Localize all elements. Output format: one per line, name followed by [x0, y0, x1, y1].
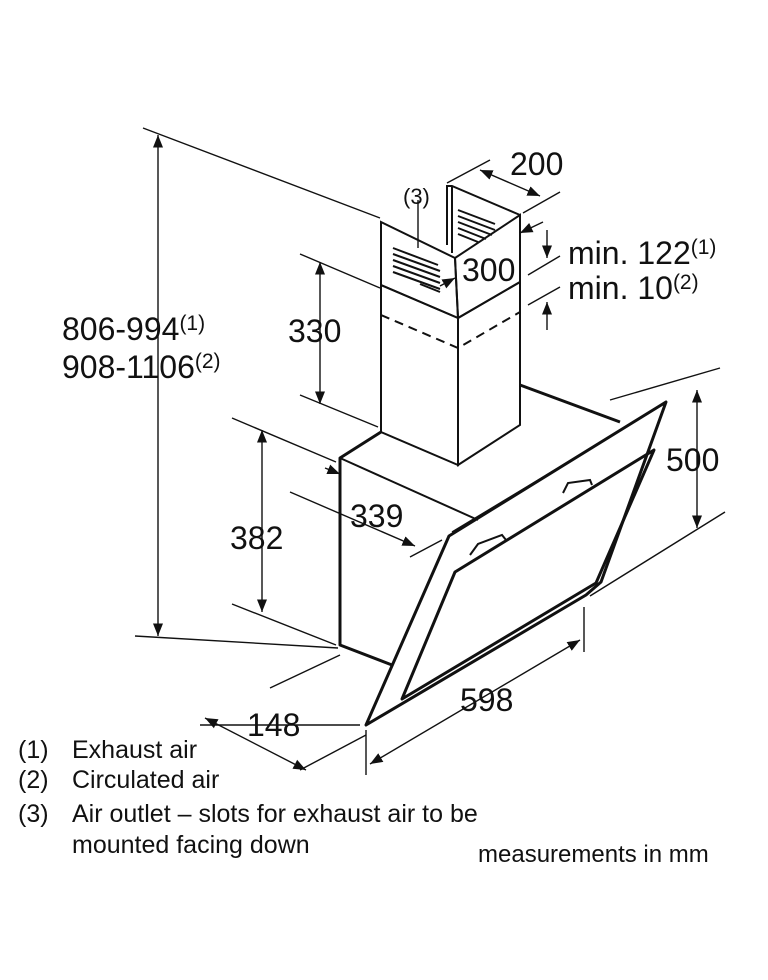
legend-key: (1)	[18, 736, 49, 764]
chimney-overlap-dashed	[380, 311, 521, 350]
control-strip	[469, 533, 507, 556]
hood-body-outline	[338, 430, 393, 667]
lower-chimney-right-face	[457, 280, 521, 467]
total-height-circulated-label: 908-1106(2)	[62, 349, 221, 385]
legend-text: Air outlet – slots for exhaust air to be	[72, 800, 478, 828]
bottom-depth-label: 148	[247, 707, 300, 743]
legend-key: (3)	[18, 800, 49, 828]
outlet-callout-label: (3)	[403, 184, 430, 209]
chimney-width-line	[479, 169, 541, 197]
chimney-width-label: 200	[510, 146, 563, 182]
body-height-label: 382	[230, 520, 283, 556]
lower-chimney-left-face	[380, 283, 459, 467]
body-depth-label: 339	[350, 498, 403, 534]
upper-chimney-back-panel	[446, 185, 521, 245]
dimension-lines	[134, 127, 726, 775]
min-circulated-label: min. 10(2)	[568, 270, 699, 306]
width-label: 598	[460, 682, 513, 718]
chimney-height-label: 330	[288, 313, 341, 349]
legend-text: Exhaust air	[72, 736, 197, 764]
total-height-exhaust-label: 806-994(1)	[62, 311, 205, 347]
width-line	[369, 639, 581, 765]
units-note: measurements in mm	[478, 841, 709, 868]
bottom-depth-line	[204, 717, 307, 771]
legend-text: Circulated air	[72, 766, 219, 794]
legend-text: mounted facing down	[72, 831, 310, 859]
exhaust-slots	[392, 209, 496, 293]
glass-height-label: 500	[666, 442, 719, 478]
legend-key: (2)	[18, 766, 49, 794]
legend: (1) Exhaust air (2) Circulated air (3) A…	[18, 736, 478, 859]
chimney-depth-label: 300	[462, 252, 515, 288]
min-exhaust-label: min. 122(1)	[568, 235, 716, 271]
